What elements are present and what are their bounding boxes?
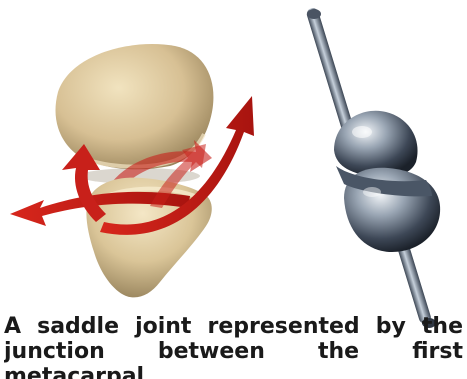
saddle-joint-mechanical-model <box>305 7 440 328</box>
saddle-joint-bones <box>10 44 254 297</box>
figure-caption: A saddle joint represented by the juncti… <box>4 314 463 379</box>
